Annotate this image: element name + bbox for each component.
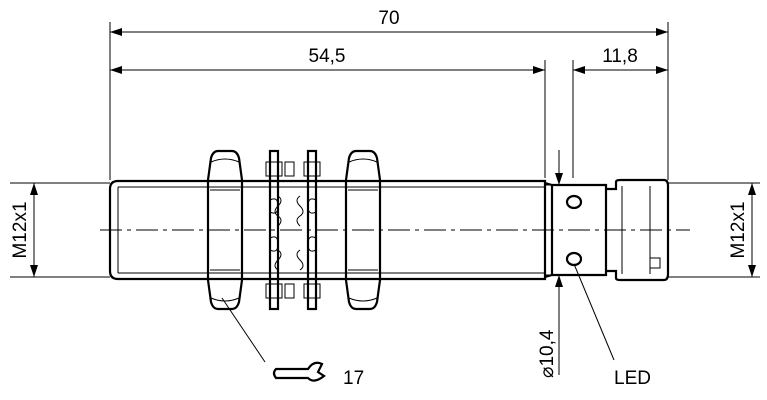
- dimension-thread-length: 54,5: [110, 46, 545, 74]
- dimension-body-diameter-label: ⌀10,4: [537, 329, 558, 378]
- dimension-total-length-label: 70: [378, 8, 399, 29]
- hex-nut-right: [344, 149, 382, 311]
- led-indicator-top: [565, 194, 583, 210]
- dimension-thread-left: M12x1: [10, 183, 38, 277]
- spring-elements: [274, 161, 304, 299]
- led-leader: LED: [573, 263, 651, 389]
- dimension-thread-right: M12x1: [728, 183, 756, 277]
- dimension-connector-length: 11,8: [573, 46, 668, 74]
- dimension-thread-length-label: 54,5: [309, 46, 346, 67]
- dimension-total-length: 70: [110, 8, 668, 36]
- dimension-thread-right-label: M12x1: [728, 201, 749, 258]
- dimension-connector-length-label: 11,8: [602, 46, 638, 67]
- led-indicator-bottom: [565, 251, 583, 267]
- wrench-leader: 17: [221, 297, 364, 389]
- wrench-size-label: 17: [343, 368, 364, 389]
- dimension-thread-left-label: M12x1: [10, 201, 31, 258]
- extension-lines: [10, 22, 760, 278]
- led-label: LED: [614, 368, 651, 389]
- wrench-icon: [272, 361, 326, 382]
- hex-nut-left: [206, 149, 244, 311]
